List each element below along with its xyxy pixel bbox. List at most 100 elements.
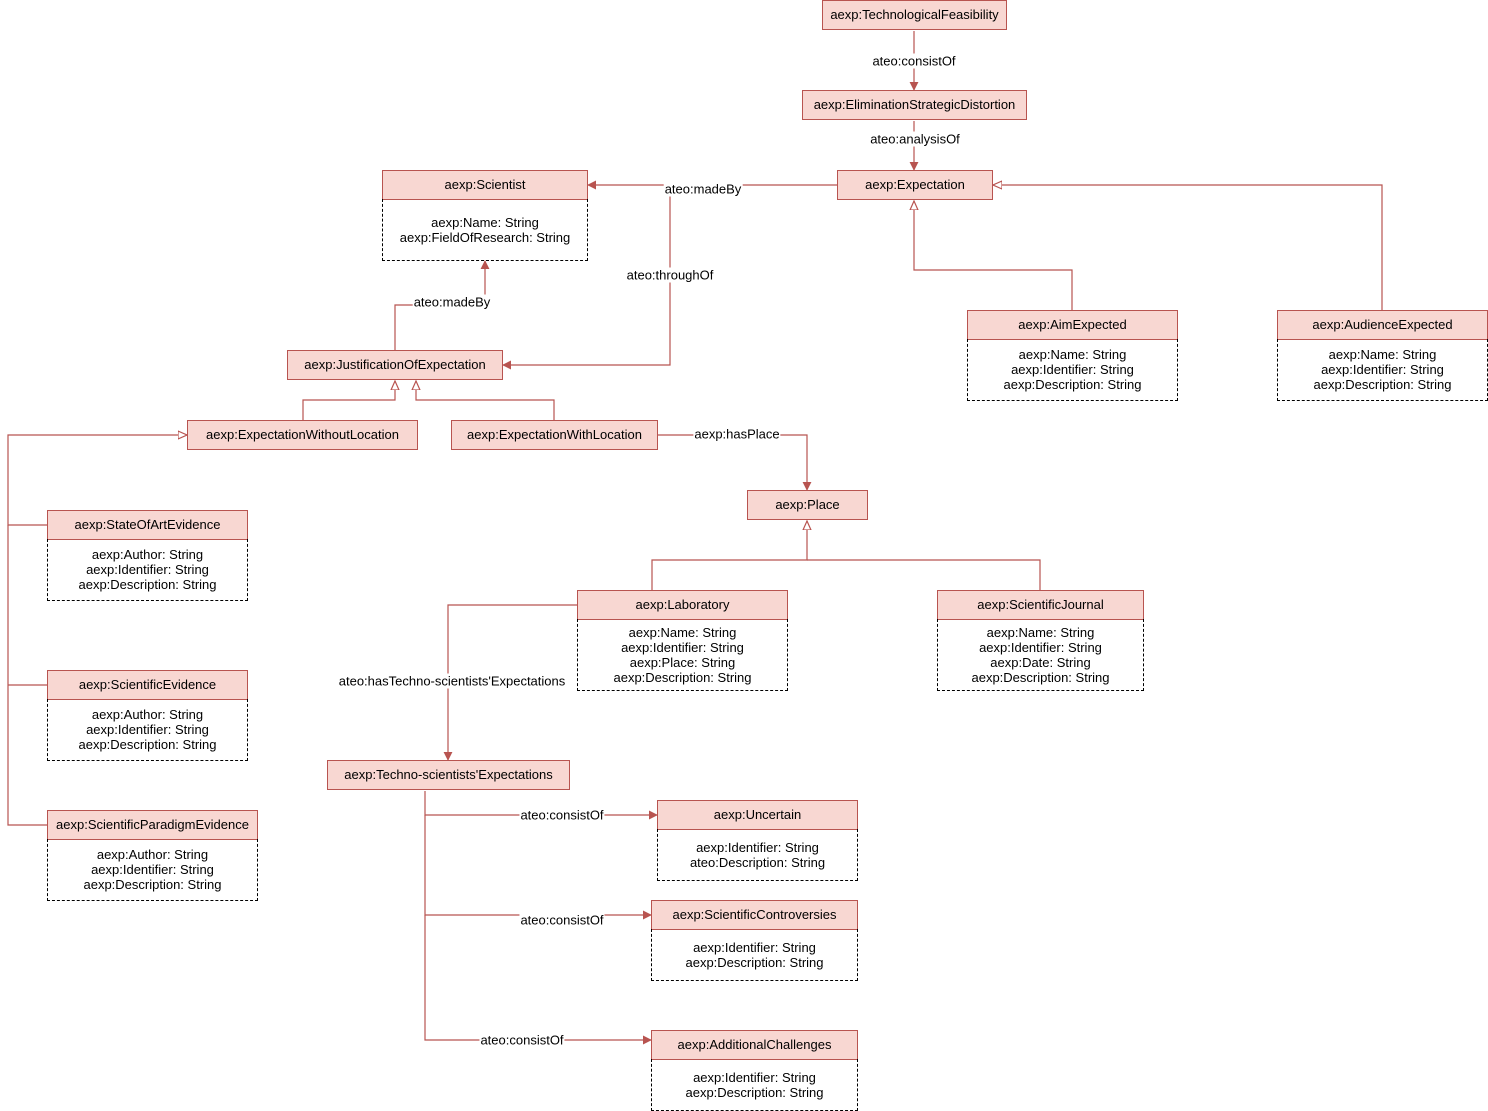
class-name: aexp:Laboratory <box>577 590 788 620</box>
attribute: aexp:Date: String <box>990 654 1091 670</box>
edge-label-has-techno-expectations: ateo:hasTechno-scientists'Expectations <box>337 673 567 689</box>
edge-has-place <box>658 434 812 491</box>
edge-label-consist-of-top: ateo:consistOf <box>871 53 957 69</box>
attribute: aexp:Name: String <box>431 214 539 230</box>
edge-through-of <box>502 185 671 370</box>
class-attributes: aexp:Name: String aexp:FieldOfResearch: … <box>382 199 588 261</box>
edge-label-consist-of-controversies: ateo:consistOf <box>519 912 605 928</box>
class-name: aexp:Scientist <box>382 170 588 200</box>
class-attributes: aexp:Identifier: String ateo:Description… <box>657 829 858 881</box>
attribute: aexp:Description: String <box>83 877 222 892</box>
edge-without-location-subclass <box>302 381 395 420</box>
attribute: ateo:Description: String <box>689 854 826 870</box>
attribute: aexp:Author: String <box>91 707 204 722</box>
edge-label-through-of: ateo:throughOf <box>625 267 715 283</box>
class-name: aexp:JustificationOfExpectation <box>287 350 503 380</box>
class-attributes: aexp:Author: String aexp:Identifier: Str… <box>47 539 248 601</box>
class-name: aexp:ScientificParadigmEvidence <box>47 810 258 840</box>
class-name: aexp:StateOfArtEvidence <box>47 510 248 540</box>
class-expectation[interactable]: aexp:Expectation <box>837 170 993 201</box>
attribute: aexp:Identifier: String <box>86 722 209 737</box>
class-additional-challenges[interactable]: aexp:AdditionalChallenges aexp:Identifie… <box>651 1030 858 1111</box>
class-name: aexp:Expectation <box>837 170 993 200</box>
class-attributes: aexp:Author: String aexp:Identifier: Str… <box>47 839 258 901</box>
edge-journal-subclass <box>807 559 1041 590</box>
class-uncertain[interactable]: aexp:Uncertain aexp:Identifier: String a… <box>657 800 858 881</box>
attribute: aexp:Identifier: String <box>979 639 1102 655</box>
attribute: aexp:Description: String <box>78 577 217 592</box>
class-attributes: aexp:Author: String aexp:Identifier: Str… <box>47 699 248 761</box>
edge-consist-of-controversies <box>424 815 652 920</box>
attribute: aexp:Author: String <box>91 547 204 562</box>
attribute: aexp:Place: String <box>629 654 736 670</box>
edge-evidence-subclass <box>7 435 187 526</box>
class-attributes: aexp:Name: String aexp:Identifier: Strin… <box>577 619 788 691</box>
class-name: aexp:ExpectationWithLocation <box>451 420 658 450</box>
attribute: aexp:Identifier: String <box>696 839 819 855</box>
attribute: aexp:Author: String <box>96 847 209 862</box>
class-name: aexp:ExpectationWithoutLocation <box>187 420 418 450</box>
attribute: aexp:Description: String <box>685 1084 824 1100</box>
edge-evidence-trunk <box>7 525 47 826</box>
edge-with-location-subclass <box>416 381 555 420</box>
class-attributes: aexp:Identifier: String aexp:Description… <box>651 929 858 981</box>
class-attributes: aexp:Name: String aexp:Identifier: Strin… <box>967 339 1178 401</box>
class-name: aexp:AudienceExpected <box>1277 310 1488 340</box>
edge-label-analysis-of: ateo:analysisOf <box>869 131 961 147</box>
attribute: aexp:Identifier: String <box>693 1069 816 1085</box>
attribute: aexp:Description: String <box>1003 377 1142 392</box>
edge-place-subclass <box>651 521 807 590</box>
class-name: aexp:ScientificControversies <box>651 900 858 930</box>
class-name: aexp:Place <box>747 490 868 520</box>
attribute: aexp:FieldOfResearch: String <box>399 229 571 245</box>
class-attributes: aexp:Identifier: String aexp:Description… <box>651 1059 858 1111</box>
edge-label-consist-of-challenges: ateo:consistOf <box>479 1032 565 1048</box>
class-audience-expected[interactable]: aexp:AudienceExpected aexp:Name: String … <box>1277 310 1488 401</box>
class-aim-expected[interactable]: aexp:AimExpected aexp:Name: String aexp:… <box>967 310 1178 401</box>
edge-label-consist-of-uncertain: ateo:consistOf <box>519 807 605 823</box>
attribute: aexp:Identifier: String <box>1321 362 1444 377</box>
class-technological-feasibility[interactable]: aexp:TechnologicalFeasibility <box>822 0 1007 31</box>
class-place[interactable]: aexp:Place <box>747 490 868 521</box>
class-scientific-journal[interactable]: aexp:ScientificJournal aexp:Name: String… <box>937 590 1144 691</box>
attribute: aexp:Description: String <box>1313 377 1452 392</box>
edge-consist-of-challenges <box>424 915 652 1045</box>
class-name: aexp:TechnologicalFeasibility <box>822 0 1007 30</box>
attribute: aexp:Name: String <box>986 624 1095 640</box>
attribute: aexp:Name: String <box>1328 347 1437 362</box>
attribute: aexp:Description: String <box>685 954 824 970</box>
attribute: aexp:Name: String <box>628 624 737 640</box>
edge-has-techno-expectations <box>443 604 577 761</box>
attribute: aexp:Description: String <box>613 669 752 685</box>
attribute: aexp:Identifier: String <box>693 939 816 955</box>
attribute: aexp:Name: String <box>1018 347 1127 362</box>
class-attributes: aexp:Name: String aexp:Identifier: Strin… <box>1277 339 1488 401</box>
edge-audience-expected-subclass <box>993 185 1383 310</box>
attribute: aexp:Identifier: String <box>621 639 744 655</box>
class-name: aexp:EliminationStrategicDistortion <box>802 90 1027 120</box>
class-state-of-art-evidence[interactable]: aexp:StateOfArtEvidence aexp:Author: Str… <box>47 510 248 601</box>
attribute: aexp:Identifier: String <box>86 562 209 577</box>
edge-label-has-place: aexp:hasPlace <box>693 426 781 442</box>
class-scientist[interactable]: aexp:Scientist aexp:Name: String aexp:Fi… <box>382 170 588 261</box>
class-name: aexp:ScientificJournal <box>937 590 1144 620</box>
class-name: aexp:ScientificEvidence <box>47 670 248 700</box>
edge-aim-expected-subclass <box>914 201 1073 310</box>
attribute: aexp:Identifier: String <box>1011 362 1134 377</box>
class-scientific-controversies[interactable]: aexp:ScientificControversies aexp:Identi… <box>651 900 858 981</box>
class-laboratory[interactable]: aexp:Laboratory aexp:Name: String aexp:I… <box>577 590 788 691</box>
class-scientific-paradigm-evidence[interactable]: aexp:ScientificParadigmEvidence aexp:Aut… <box>47 810 258 901</box>
class-elimination-strategic-distortion[interactable]: aexp:EliminationStrategicDistortion <box>802 90 1027 121</box>
class-attributes: aexp:Name: String aexp:Identifier: Strin… <box>937 619 1144 691</box>
class-name: aexp:AdditionalChallenges <box>651 1030 858 1060</box>
class-justification-of-expectation[interactable]: aexp:JustificationOfExpectation <box>287 350 503 381</box>
attribute: aexp:Identifier: String <box>91 862 214 877</box>
attribute: aexp:Description: String <box>971 669 1110 685</box>
class-scientific-evidence[interactable]: aexp:ScientificEvidence aexp:Author: Str… <box>47 670 248 761</box>
class-expectation-with-location[interactable]: aexp:ExpectationWithLocation <box>451 420 658 451</box>
class-techno-scientists-expectations[interactable]: aexp:Techno-scientists'Expectations <box>327 760 570 791</box>
class-name: aexp:Techno-scientists'Expectations <box>327 760 570 790</box>
class-expectation-without-location[interactable]: aexp:ExpectationWithoutLocation <box>187 420 418 451</box>
class-name: aexp:Uncertain <box>657 800 858 830</box>
